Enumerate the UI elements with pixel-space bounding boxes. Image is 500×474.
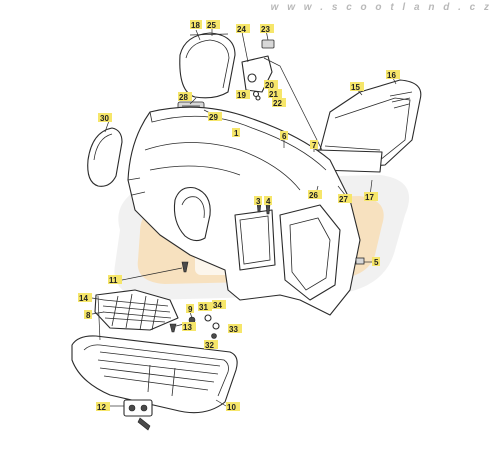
svg-text:8: 8 xyxy=(86,311,91,320)
callout-18: 18 xyxy=(190,20,202,30)
callout-7: 7 xyxy=(310,140,318,150)
small-clips xyxy=(169,314,220,339)
callout-28: 28 xyxy=(178,92,192,102)
callout-19: 19 xyxy=(236,90,250,100)
watermark-url: w w w . s c o o t l a n d . c z xyxy=(270,2,492,13)
callout-23: 23 xyxy=(260,24,274,34)
svg-text:16: 16 xyxy=(387,71,396,80)
svg-text:29: 29 xyxy=(209,113,218,122)
callout-15: 15 xyxy=(350,82,364,92)
callout-14: 14 xyxy=(78,293,92,303)
callout-8: 8 xyxy=(84,310,92,320)
svg-text:14: 14 xyxy=(79,294,88,303)
callout-29: 29 xyxy=(208,112,222,122)
svg-text:13: 13 xyxy=(183,323,192,332)
svg-text:20: 20 xyxy=(265,81,274,90)
svg-text:31: 31 xyxy=(199,303,208,312)
svg-text:7: 7 xyxy=(312,141,317,150)
callout-3: 3 xyxy=(254,196,262,206)
callout-33: 33 xyxy=(228,324,242,334)
svg-text:6: 6 xyxy=(282,132,287,141)
callout-17: 17 xyxy=(364,192,378,202)
svg-text:1: 1 xyxy=(234,129,239,138)
svg-text:30: 30 xyxy=(100,114,109,123)
svg-text:18: 18 xyxy=(191,21,200,30)
svg-text:26: 26 xyxy=(309,191,318,200)
svg-text:17: 17 xyxy=(365,193,374,202)
part-18-headlight-lens xyxy=(179,32,236,99)
callout-22: 22 xyxy=(272,98,286,108)
svg-text:4: 4 xyxy=(266,197,271,206)
callout-30: 30 xyxy=(98,113,112,123)
callout-1: 1 xyxy=(232,128,240,138)
svg-text:28: 28 xyxy=(179,93,188,102)
svg-text:32: 32 xyxy=(205,341,214,350)
svg-text:12: 12 xyxy=(97,403,106,412)
callout-9: 9 xyxy=(186,304,194,314)
part-1-front-body xyxy=(127,106,361,316)
svg-text:9: 9 xyxy=(188,305,193,314)
callout-16: 16 xyxy=(386,70,400,80)
svg-text:22: 22 xyxy=(273,99,282,108)
svg-text:33: 33 xyxy=(229,325,238,334)
callout-12: 12 xyxy=(96,402,110,412)
callout-13: 13 xyxy=(182,322,196,332)
svg-text:11: 11 xyxy=(109,276,118,285)
svg-text:25: 25 xyxy=(207,21,216,30)
callout-34: 34 xyxy=(212,300,226,310)
callout-4: 4 xyxy=(264,196,272,206)
svg-text:34: 34 xyxy=(213,301,222,310)
callout-25: 25 xyxy=(206,20,220,30)
part-8-grille xyxy=(94,289,179,331)
callout-20: 20 xyxy=(264,80,278,90)
callout-32: 32 xyxy=(204,340,218,350)
svg-text:23: 23 xyxy=(261,25,270,34)
part-30-panel xyxy=(87,127,123,187)
part-15-cover-box xyxy=(317,79,422,173)
callout-21: 21 xyxy=(268,89,282,99)
svg-text:24: 24 xyxy=(237,25,246,34)
svg-text:19: 19 xyxy=(237,91,246,100)
part-12-key-switch xyxy=(123,399,153,431)
svg-text:3: 3 xyxy=(256,197,261,206)
part-10-lower-trim xyxy=(71,335,238,414)
callout-labels: 30 18 25 24 23 20 21 19 22 28 29 1 6 7 1… xyxy=(78,20,400,412)
callout-24: 24 xyxy=(236,24,250,34)
svg-text:27: 27 xyxy=(339,195,348,204)
callout-26: 26 xyxy=(308,190,322,200)
svg-text:15: 15 xyxy=(351,83,360,92)
callout-6: 6 xyxy=(280,131,288,141)
leader-lines xyxy=(91,28,397,407)
callout-31: 31 xyxy=(198,302,212,312)
svg-text:21: 21 xyxy=(269,90,278,99)
callout-27: 27 xyxy=(338,194,352,204)
svg-text:5: 5 xyxy=(374,258,379,267)
svg-text:10: 10 xyxy=(227,403,236,412)
callout-5: 5 xyxy=(372,257,380,267)
callout-11: 11 xyxy=(108,275,122,285)
callout-10: 10 xyxy=(226,402,240,412)
